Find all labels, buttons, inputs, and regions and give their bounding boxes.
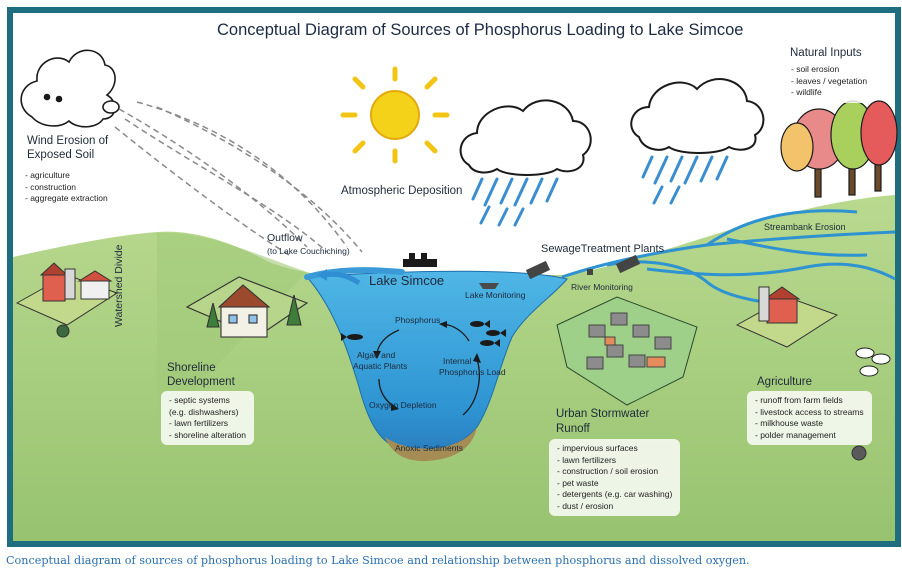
wind-streaks <box>114 101 363 258</box>
internal-load-label-2: Phosphorus Load <box>439 367 506 377</box>
sun <box>340 66 450 164</box>
lake <box>304 267 568 462</box>
atmospheric-deposition-label: Atmospheric Deposition <box>341 185 463 197</box>
list-item: - wildlife <box>791 87 822 97</box>
list-item: - septic systems <box>169 395 230 405</box>
lake-name: Lake Simcoe <box>369 273 445 288</box>
list-item: (e.g. dishwashers) <box>169 406 239 417</box>
lake-monitoring-label: Lake Monitoring <box>465 290 526 300</box>
outflow-arrow <box>324 271 361 286</box>
list-item: - pet waste <box>557 477 599 488</box>
list-item: - shoreline alteration <box>169 429 247 440</box>
trees <box>780 100 898 198</box>
outflow-subtitle: (to Lake Couchiching) <box>267 246 350 256</box>
list-item: - construction / soil erosion <box>557 466 659 476</box>
diagram-title: Conceptual Diagram of Sources of Phospho… <box>217 21 744 39</box>
shoreline-heading-1: Shoreline <box>167 362 216 374</box>
list-item: - runoff from farm fields <box>755 395 843 405</box>
urban-list: - impervious surfaces - lawn fertilizers… <box>549 439 681 516</box>
list-item: - detergents (e.g. car washing) <box>557 489 673 499</box>
oxygen-depletion-label: Oxygen Depletion <box>369 400 437 410</box>
list-item: - soil erosion <box>791 64 840 74</box>
list-item: - impervious surfaces <box>557 443 638 453</box>
list-item: - leaves / vegetation <box>791 75 868 86</box>
sewage-pipes <box>525 254 641 280</box>
diagram-frame: Conceptual Diagram of Sources of Phospho… <box>7 7 901 547</box>
farm-left <box>15 262 119 338</box>
internal-load-label-1: Internal <box>443 356 472 366</box>
shoreline-heading-2: Development <box>167 376 235 388</box>
list-item: - lawn fertilizers <box>557 454 617 465</box>
urban-area <box>556 296 698 406</box>
rain-cloud-right <box>630 78 765 205</box>
list-item: - milkhouse waste <box>755 418 824 428</box>
list-item: - polder management <box>755 429 836 440</box>
algae-label-1: Algae and <box>357 350 396 360</box>
scene-illustration <box>13 13 898 541</box>
fish <box>341 320 506 347</box>
shoreline-list: - septic systems (e.g. dishwashers) - la… <box>161 391 255 445</box>
natural-inputs-heading: Natural Inputs <box>790 47 862 59</box>
list-item: - aggregate extraction <box>25 193 108 203</box>
wind-cloud <box>20 49 120 128</box>
farm-right <box>735 286 891 461</box>
list-item: - lawn fertilizers <box>169 418 229 428</box>
agriculture-heading: Agriculture <box>757 376 812 388</box>
anoxic-sediments-label: Anoxic Sediments <box>395 443 464 453</box>
natural-inputs-list: - soil erosion - leaves / vegetation - w… <box>783 60 876 103</box>
boats <box>403 253 499 289</box>
agriculture-list: - runoff from farm fields - livestock ac… <box>747 391 872 445</box>
streambank-erosion-label: Streambank Erosion <box>764 222 846 232</box>
sewage-treatment-label: SewageTreatment Plants <box>541 243 665 255</box>
phosphorus-label: Phosphorus <box>395 315 441 325</box>
list-item: - livestock access to streams <box>755 406 864 417</box>
list-item: - dust / erosion <box>557 500 614 511</box>
rain-cloud-left <box>459 99 592 227</box>
figure-caption: Conceptual diagram of sources of phospho… <box>6 554 750 567</box>
wind-erosion-heading-2: Exposed Soil <box>27 149 95 161</box>
wind-erosion-list: - agriculture - construction - aggregate… <box>17 166 116 209</box>
list-item: - construction <box>25 181 77 192</box>
shoreline-house <box>185 276 309 338</box>
outflow-heading: Outflow <box>267 232 303 244</box>
wind-erosion-heading-1: Wind Erosion of <box>27 135 109 147</box>
algae-label-2: Aquatic Plants <box>353 361 408 371</box>
urban-heading-2: Runoff <box>556 423 590 435</box>
river-monitoring-label: River Monitoring <box>571 282 633 292</box>
urban-heading-1: Urban Stormwater <box>556 408 650 420</box>
outflow-arrowhead <box>317 269 327 281</box>
list-item: - agriculture <box>25 170 70 180</box>
watershed-divide-label: Watershed Divide <box>113 244 125 327</box>
cycle-arrows <box>373 321 481 416</box>
